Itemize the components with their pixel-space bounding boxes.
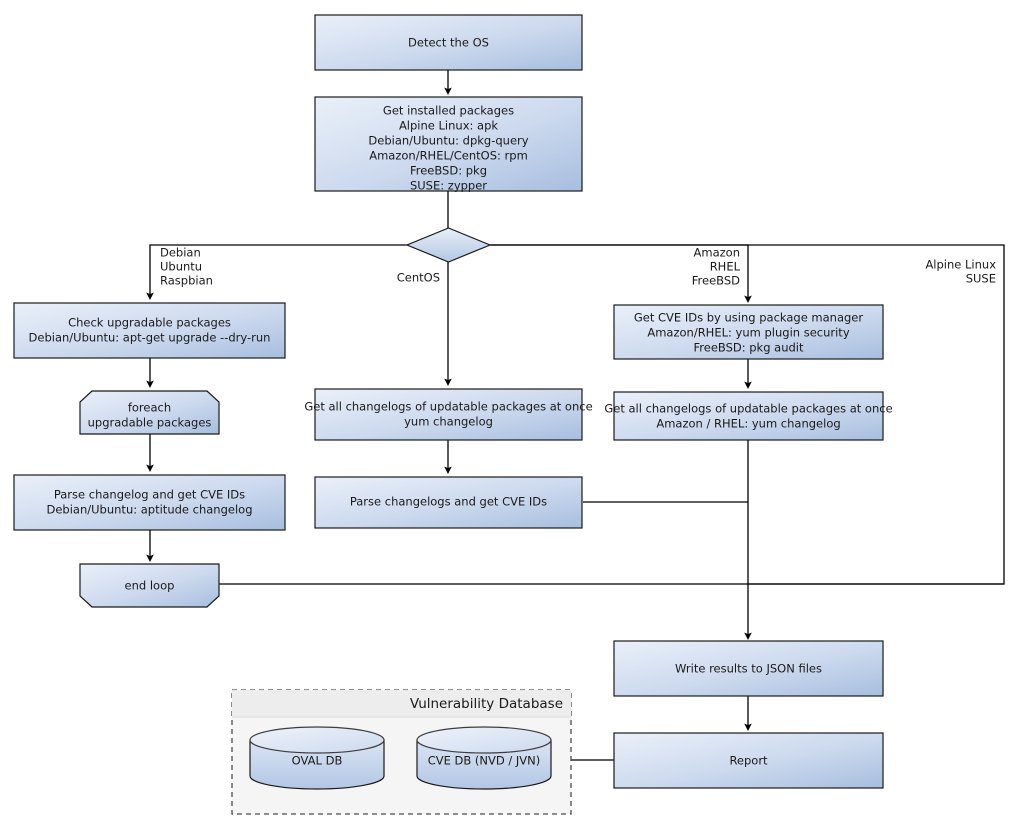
node-parse-changelogs-centos[interactable]: Parse changelogs and get CVE IDs	[314, 476, 583, 529]
node-detect-os-label: Detect the OS	[408, 36, 489, 50]
node-get-installed-line-2: Debian/Ubuntu: dpkg-query	[368, 134, 528, 148]
node-end-loop-label: end loop	[125, 579, 175, 593]
edge-label-amazon-2: FreeBSD	[692, 274, 740, 288]
node-parse-changelog-line-1: Debian/Ubuntu: aptitude changelog	[47, 503, 253, 517]
edge-label-alpine-0: Alpine Linux	[925, 258, 996, 272]
node-get-cve-line-1: Amazon/RHEL: yum plugin security	[647, 326, 849, 340]
edge-label-alpine-1: SUSE	[966, 272, 996, 286]
node-end-loop[interactable]: end loop	[79, 563, 220, 608]
node-get-installed-line-4: FreeBSD: pkg	[410, 164, 487, 178]
group-vulnerability-database: Vulnerability Database OVAL DB CVE DB (N…	[231, 689, 572, 815]
node-check-upgradable-line-1: Debian/Ubuntu: apt-get upgrade --dry-run	[29, 331, 271, 345]
db-oval-label: OVAL DB	[292, 754, 343, 768]
edge-label-centos: CentOS	[397, 271, 440, 285]
edge-label-amazon: Amazon RHEL FreeBSD	[692, 246, 741, 288]
edge-label-amazon-1: RHEL	[710, 260, 741, 274]
node-get-installed-line-3: Amazon/RHEL/CentOS: rpm	[369, 149, 528, 163]
node-foreach-line-0: foreach	[128, 401, 171, 415]
node-get-cve-line-0: Get CVE IDs by using package manager	[634, 311, 864, 325]
node-changelogs-centos-line-1: yum changelog	[404, 415, 493, 429]
node-foreach-line-1: upgradable packages	[88, 416, 212, 430]
node-get-cve-line-2: FreeBSD: pkg audit	[693, 341, 804, 355]
node-check-upgradable-line-0: Check upgradable packages	[68, 316, 231, 330]
node-parse-changelog-line-0: Parse changelog and get CVE IDs	[54, 488, 245, 502]
edge-label-debian-1: Ubuntu	[160, 260, 202, 274]
node-get-installed-line-0: Get installed packages	[383, 104, 514, 118]
edge-label-amazon-0: Amazon	[694, 246, 740, 260]
db-cve-label: CVE DB (NVD / JVN)	[428, 754, 541, 768]
node-report[interactable]: Report	[613, 732, 884, 789]
edge-label-debian-2: Raspbian	[160, 274, 213, 288]
group-title-label: Vulnerability Database	[410, 696, 563, 712]
node-changelogs-centos[interactable]: Get all changelogs of updatable packages…	[304, 388, 593, 441]
node-foreach-loop[interactable]: foreach upgradable packages	[79, 390, 220, 435]
node-parse-changelog-debian[interactable]: Parse changelog and get CVE IDs Debian/U…	[13, 474, 286, 531]
edge-label-alpine: Alpine Linux SUSE	[925, 258, 996, 286]
edge-label-debian-0: Debian	[160, 246, 201, 260]
connectors	[146, 70, 1005, 761]
node-get-installed-line-1: Alpine Linux: apk	[399, 119, 498, 133]
node-parse-changelogs-centos-label: Parse changelogs and get CVE IDs	[350, 495, 547, 509]
node-check-upgradable[interactable]: Check upgradable packages Debian/Ubuntu:…	[13, 302, 286, 359]
edge-decision-to-debian	[146, 244, 408, 301]
node-os-decision[interactable]	[405, 227, 492, 263]
node-report-label: Report	[729, 754, 768, 768]
node-get-installed-packages[interactable]: Get installed packages Alpine Linux: apk…	[314, 96, 583, 193]
node-detect-os[interactable]: Detect the OS	[314, 14, 583, 71]
edge-label-debian: Debian Ubuntu Raspbian	[160, 246, 213, 288]
group-header-band	[232, 690, 571, 717]
node-write-json-label: Write results to JSON files	[675, 662, 822, 676]
node-changelogs-rhel-line-0: Get all changelogs of updatable packages…	[604, 402, 892, 416]
node-changelogs-rhel[interactable]: Get all changelogs of updatable packages…	[604, 391, 893, 441]
db-oval[interactable]: OVAL DB	[249, 726, 385, 790]
node-get-installed-line-5: SUSE: zypper	[410, 179, 487, 193]
edge-label-centos-0: CentOS	[397, 271, 440, 285]
db-cve[interactable]: CVE DB (NVD / JVN)	[416, 726, 552, 790]
node-write-json[interactable]: Write results to JSON files	[613, 640, 884, 697]
node-changelogs-centos-line-0: Get all changelogs of updatable packages…	[304, 400, 592, 414]
node-changelogs-rhel-line-1: Amazon / RHEL: yum changelog	[656, 417, 840, 431]
node-get-cve-package-manager[interactable]: Get CVE IDs by using package manager Ama…	[613, 304, 884, 360]
